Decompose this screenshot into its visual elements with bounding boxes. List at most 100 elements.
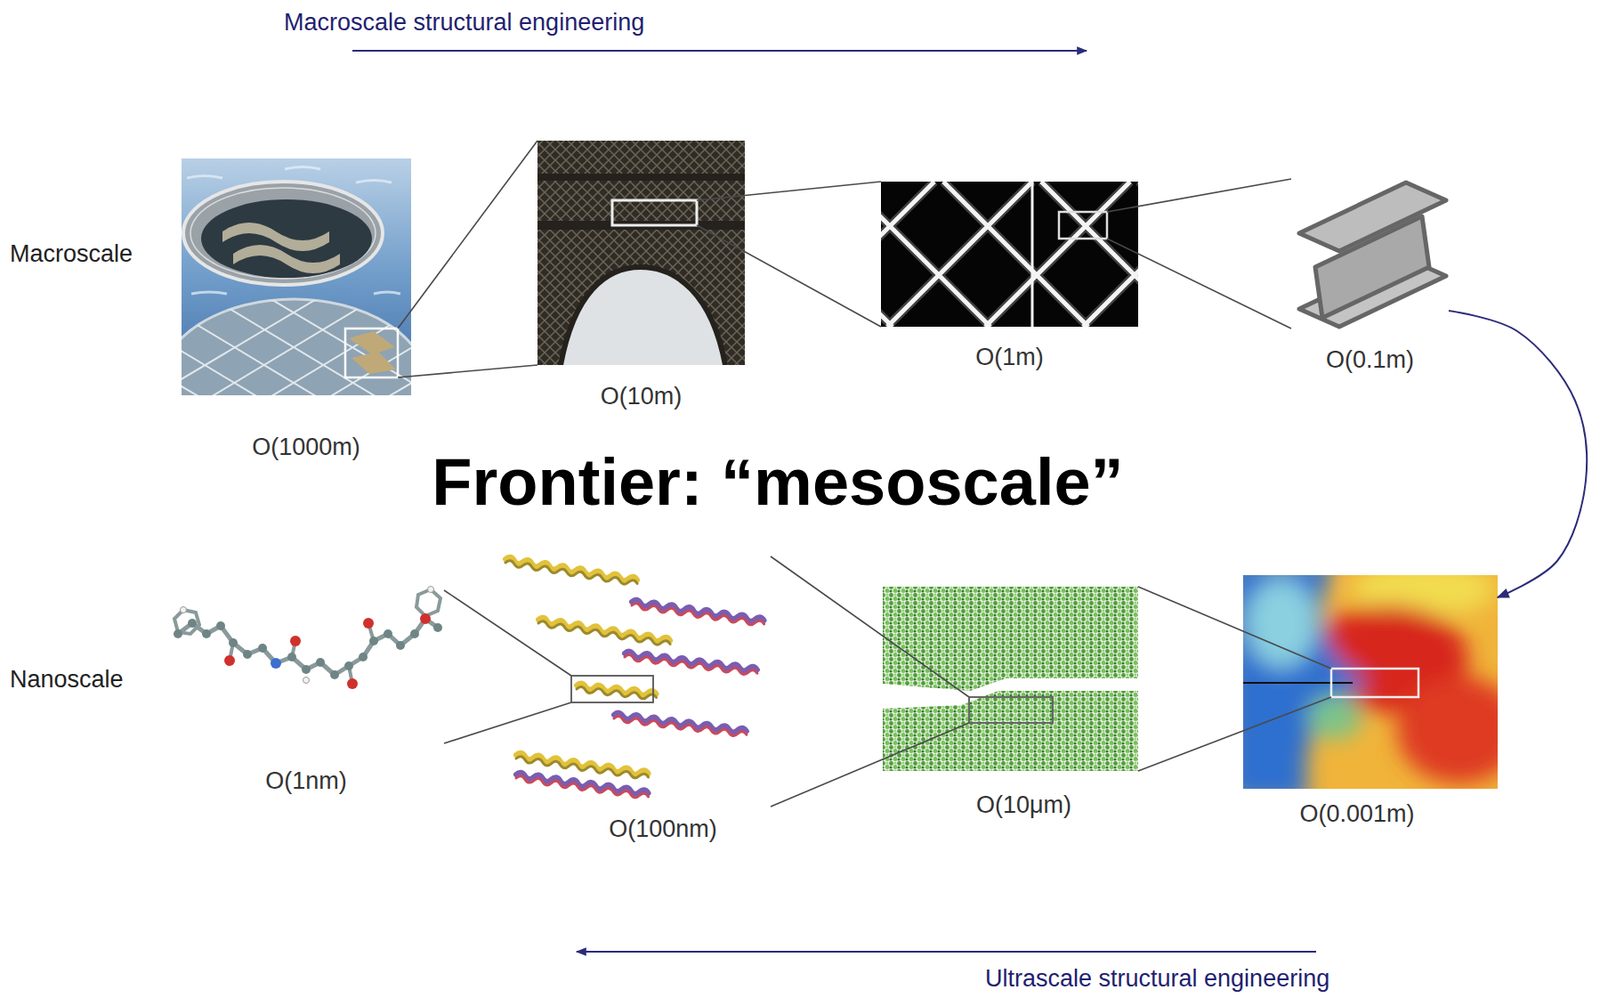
- atom: [315, 657, 325, 667]
- atom: [369, 636, 379, 646]
- atom: [395, 640, 405, 650]
- arch-edge: [560, 266, 726, 365]
- field-zone: [1397, 676, 1498, 784]
- zoom-line: [397, 140, 538, 378]
- zoom-line: [696, 181, 881, 327]
- scale-caption: O(0.001m): [1229, 800, 1485, 828]
- bond: [229, 622, 374, 684]
- scale-caption: O(100nm): [530, 815, 796, 843]
- atom: [330, 670, 340, 679]
- scale-panel: O(0.1m): [1291, 178, 1449, 329]
- atom: [270, 657, 282, 669]
- flow-arrow: [352, 49, 1087, 52]
- scale-panel: O(100nm): [505, 556, 771, 807]
- atom: [187, 618, 197, 628]
- protein-strands: [505, 556, 765, 800]
- fibril-band: [882, 690, 1139, 771]
- atom: [180, 606, 187, 614]
- flow-arrow-label: Ultrascale structural engineering: [985, 964, 1330, 993]
- pavilion-photo: [181, 158, 412, 396]
- beam-flange: [1299, 182, 1447, 251]
- arch: [537, 225, 745, 365]
- zoom-inset: [612, 200, 697, 226]
- atom: [258, 643, 267, 653]
- atom: [363, 617, 374, 629]
- crack: [1243, 681, 1353, 684]
- scale-caption: O(1000m): [191, 433, 421, 461]
- scale-panel: O(10m): [537, 140, 745, 365]
- diagrid: [880, 181, 1139, 327]
- zoom-line: [1138, 586, 1332, 771]
- roof-band: [222, 222, 330, 251]
- scale-panel: O(1nm): [168, 589, 445, 744]
- field-colours: [1243, 574, 1498, 789]
- tower-photo: [537, 140, 745, 365]
- atom: [301, 664, 311, 674]
- flow-arrow: [576, 950, 1317, 953]
- ring-structure: [183, 181, 383, 285]
- atom: [303, 677, 310, 684]
- atom: [290, 635, 301, 647]
- atom: [347, 678, 358, 689]
- zoom-inset: [345, 328, 398, 378]
- girder: [537, 140, 745, 226]
- girder-band: [537, 173, 745, 181]
- sky: [537, 140, 745, 365]
- grid-glow: [880, 181, 1139, 327]
- zoom-line: [1107, 178, 1292, 329]
- roof-band: [233, 244, 340, 274]
- zoom-inset: [969, 696, 1053, 723]
- atom: [420, 613, 431, 624]
- scale-panel: O(10μm): [882, 586, 1139, 771]
- dome-lattice: [181, 249, 412, 396]
- grid-line: [880, 181, 1139, 327]
- atom: [224, 654, 235, 666]
- zoom-line: [444, 589, 572, 744]
- scale-caption: O(10m): [537, 382, 745, 411]
- scale-panel: O(1000m): [181, 158, 412, 396]
- atom: [216, 621, 226, 631]
- atom: [228, 638, 238, 647]
- field-zone: [1243, 574, 1371, 789]
- atoms: [173, 618, 443, 679]
- grid-line: [1031, 181, 1035, 327]
- strand: [624, 654, 759, 676]
- molecule: [173, 586, 443, 690]
- scale-panel: O(1m): [880, 181, 1139, 327]
- atom: [428, 586, 435, 593]
- zoom-line: [770, 556, 970, 807]
- strand: [505, 559, 639, 586]
- flow-arrow-label: Macroscale structural engineering: [283, 8, 645, 37]
- zoom-inset: [571, 675, 654, 703]
- scale-caption: O(0.1m): [1291, 346, 1449, 374]
- atom: [202, 629, 211, 639]
- i-beam: [1299, 182, 1447, 327]
- field-zone: [1245, 578, 1318, 668]
- scale-caption: O(1nm): [168, 767, 445, 795]
- atom: [433, 622, 443, 632]
- scale-caption: O(10μm): [896, 791, 1152, 819]
- atom: [242, 649, 252, 659]
- row-label: Macroscale: [9, 240, 133, 268]
- lattice-line: [181, 249, 412, 396]
- facet: [348, 331, 396, 374]
- strand: [538, 620, 671, 647]
- zoom-inset: [1058, 211, 1108, 239]
- stress-field: [1243, 574, 1498, 789]
- row-label: Nanoscale: [9, 665, 124, 694]
- flow-arrow: [1448, 310, 1587, 598]
- atom: [358, 652, 368, 662]
- frontier-title: Frontier: “mesoscale”: [421, 449, 1134, 516]
- ring-interior: [201, 199, 372, 278]
- strand: [614, 715, 748, 737]
- strand: [576, 686, 657, 700]
- ring: [416, 589, 441, 616]
- strand: [631, 602, 765, 627]
- field-zone: [1308, 694, 1362, 739]
- ring-lattice: [190, 187, 376, 279]
- atom: [173, 629, 183, 639]
- atom: [383, 629, 393, 639]
- zoom-inset: [1331, 668, 1419, 697]
- atom: [287, 652, 297, 662]
